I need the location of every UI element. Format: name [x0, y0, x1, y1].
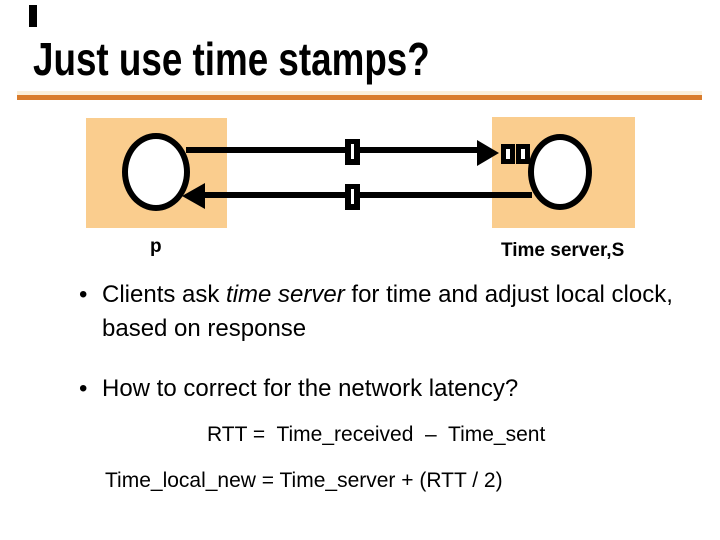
bullet-text-prefix: Clients ask	[102, 281, 227, 308]
bullet-marker: •	[79, 375, 88, 402]
bullet-text-emphasis: time server	[226, 281, 345, 308]
title-rule-highlight	[17, 91, 702, 95]
formula-time-local: Time_local_new = Time_server + (RTT / 2)	[105, 469, 503, 492]
server-label: Time server,S	[501, 240, 625, 261]
marker-slit	[351, 144, 354, 159]
server-glyph-box-icon	[501, 144, 515, 164]
client-node-circle	[122, 133, 190, 211]
title-rule	[17, 95, 702, 100]
missing-glyph-bar-icon	[29, 5, 37, 27]
bullet-item-latency: How to correct for the network latency?	[102, 375, 519, 402]
server-node-circle	[528, 134, 592, 210]
formula-rtt: RTT = Time_received – Time_sent	[207, 423, 546, 446]
message-marker-top-icon	[345, 139, 360, 165]
marker-slit	[351, 189, 354, 204]
bullet-text-suffix: for time and adjust local clock, based o…	[102, 281, 673, 342]
slide-title: Just use time stamps?	[33, 33, 430, 85]
arrow-left-icon	[182, 183, 205, 209]
bullet-item-clients: Clients ask time server for time and adj…	[102, 278, 717, 346]
reply-message-line	[204, 192, 532, 198]
request-message-line	[186, 147, 477, 153]
message-marker-bottom-icon	[345, 184, 360, 210]
client-label: p	[150, 236, 162, 257]
server-glyph-box-icon	[516, 144, 530, 164]
bullet-marker: •	[79, 281, 88, 308]
arrow-right-icon	[477, 140, 499, 166]
